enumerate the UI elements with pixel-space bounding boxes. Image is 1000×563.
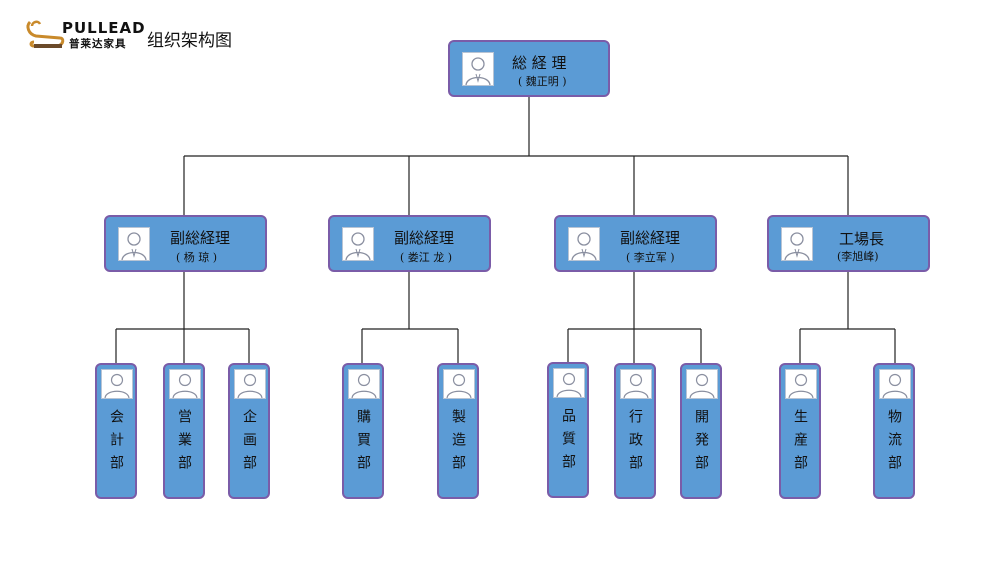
page-title: 组织架构图 (147, 31, 232, 51)
ceo-box[interactable]: 総 経 理 ( 魏正明 ) (448, 40, 610, 97)
dept-box[interactable]: 品質部 (547, 362, 589, 498)
dept-box[interactable]: 物流部 (873, 363, 915, 499)
dept-box[interactable]: 営業部 (163, 363, 205, 499)
vp-name: (李旭峰) (837, 250, 879, 263)
avatar-icon (686, 369, 718, 399)
vp-title: 副総経理 (394, 229, 455, 247)
dept-name: 行政部 (627, 409, 643, 478)
dept-name: 品質部 (560, 408, 576, 477)
vp-box-2[interactable]: 副総経理 ( 娄江 龙 ) (328, 215, 491, 272)
dept-box[interactable]: 購買部 (342, 363, 384, 499)
avatar-icon (342, 227, 374, 261)
avatar-icon (785, 369, 817, 399)
dept-name: 企画部 (241, 409, 257, 478)
dept-name: 購買部 (355, 409, 371, 478)
dept-box[interactable]: 会計部 (95, 363, 137, 499)
avatar-icon (348, 369, 380, 399)
dept-box[interactable]: 製造部 (437, 363, 479, 499)
avatar-icon (443, 369, 475, 399)
avatar-icon (118, 227, 150, 261)
vp-name: ( 李立军 ) (626, 251, 675, 264)
avatar-icon (568, 227, 600, 261)
avatar-icon (169, 369, 201, 399)
dept-name: 会計部 (108, 409, 124, 478)
brand-name: PULLEAD (62, 19, 146, 37)
avatar-icon (101, 369, 133, 399)
dept-name: 営業部 (176, 409, 192, 478)
vp-title: 副総経理 (620, 229, 681, 247)
avatar-icon (781, 227, 813, 261)
avatar-icon (462, 52, 494, 86)
vp-name: ( 娄江 龙 ) (400, 251, 453, 264)
vp-title: 工場長 (839, 230, 885, 248)
avatar-icon (620, 369, 652, 399)
ceo-title: 総 経 理 (512, 54, 567, 72)
dept-box[interactable]: 開発部 (680, 363, 722, 499)
dept-box[interactable]: 企画部 (228, 363, 270, 499)
dept-name: 製造部 (450, 409, 466, 478)
dept-name: 物流部 (886, 409, 902, 478)
ceo-name: ( 魏正明 ) (518, 75, 567, 88)
avatar-icon (553, 368, 585, 398)
vp-name: ( 杨 琼 ) (176, 251, 218, 264)
dept-name: 開発部 (693, 409, 709, 478)
vp-box-1[interactable]: 副総経理 ( 杨 琼 ) (104, 215, 267, 272)
pullead-logo-icon (26, 20, 65, 48)
dept-name: 生産部 (792, 409, 808, 478)
avatar-icon (234, 369, 266, 399)
brand-chinese-name: 普莱达家具 (69, 38, 127, 50)
vp-box-3[interactable]: 副総経理 ( 李立军 ) (554, 215, 717, 272)
dept-box[interactable]: 行政部 (614, 363, 656, 499)
avatar-icon (879, 369, 911, 399)
dept-box[interactable]: 生産部 (779, 363, 821, 499)
factory-manager-box[interactable]: 工場長 (李旭峰) (767, 215, 930, 272)
vp-title: 副総経理 (170, 229, 231, 247)
